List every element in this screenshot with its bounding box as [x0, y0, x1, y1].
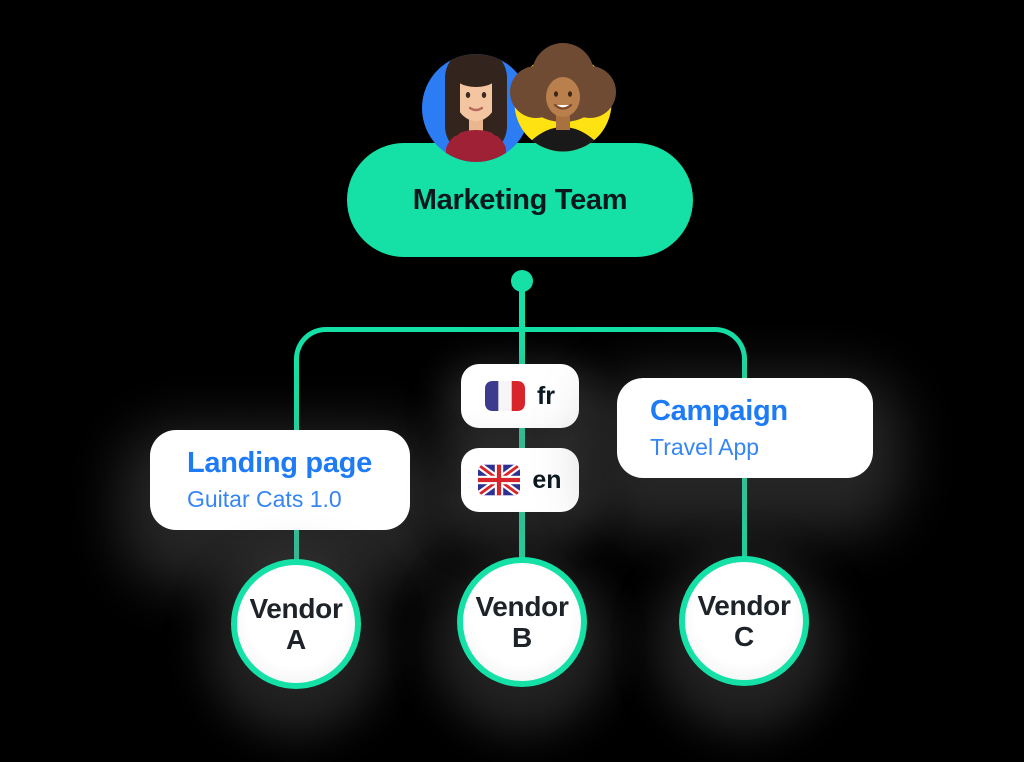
vendor-c-node: Vendor C — [679, 556, 809, 686]
language-code-fr: fr — [536, 381, 556, 410]
landing-page-title: Landing page — [187, 447, 372, 479]
language-chip-fr: fr — [461, 364, 579, 428]
marketing-team-label: Marketing Team — [412, 183, 628, 216]
campaign-subtitle: Travel App — [650, 434, 760, 460]
vendor-b-name: Vendor — [475, 590, 569, 622]
landing-page-card: Landing page Guitar Cats 1.0 — [150, 430, 410, 530]
campaign-title: Campaign — [650, 395, 788, 427]
language-chip-en: en — [461, 448, 579, 512]
vendor-c-letter: C — [734, 621, 754, 652]
marketing-team-node: Marketing Team — [347, 143, 693, 257]
vendor-b-node: Vendor B — [457, 557, 587, 687]
vendor-a-letter: A — [286, 624, 306, 655]
campaign-card: Campaign Travel App — [617, 378, 873, 478]
teammate-avatar-right — [510, 43, 616, 152]
vendor-b-letter: B — [512, 622, 532, 653]
teammate-avatar-left — [422, 54, 530, 162]
france-flag-icon — [484, 381, 525, 411]
language-code-en: en — [532, 465, 562, 494]
vendor-c-name: Vendor — [697, 589, 791, 621]
connector-dot — [511, 270, 533, 292]
vendor-a-node: Vendor A — [231, 559, 361, 689]
landing-page-subtitle: Guitar Cats 1.0 — [187, 486, 342, 512]
vendor-a-name: Vendor — [249, 592, 343, 624]
uk-flag-icon — [478, 464, 521, 496]
